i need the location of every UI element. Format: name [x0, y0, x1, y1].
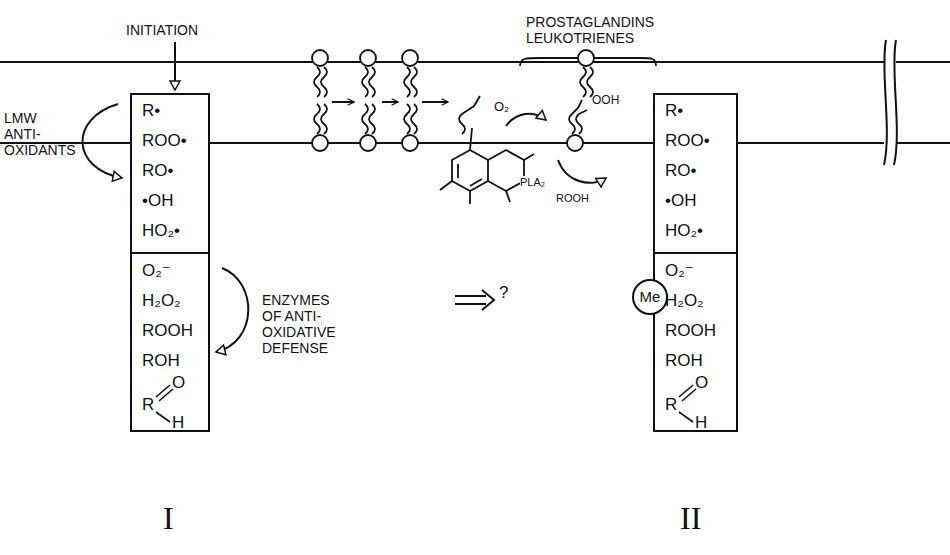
aldehyde-atom: O	[172, 373, 185, 393]
lipid-tail	[321, 67, 327, 97]
species-label: RO•	[142, 161, 173, 181]
lipid-tail	[587, 67, 593, 97]
lipid-head	[402, 135, 418, 151]
product-label: PROSTAGLANDINS LEUKOTRIENES	[526, 14, 654, 46]
species-label: •OH	[142, 191, 173, 211]
brace	[520, 50, 656, 66]
species-label: •OH	[665, 191, 696, 211]
hydroperoxide-label: OOH	[592, 94, 619, 108]
lipid-tail	[580, 67, 586, 97]
chromanol-ring	[440, 128, 534, 204]
metal-circle: Me	[632, 279, 668, 315]
species-label: R•	[142, 101, 160, 121]
species-box: R• ROO• RO• •OH HO₂• O₂⁻ H₂O₂ ROOH ROH ROH	[653, 93, 738, 432]
product-label: ROOH	[556, 192, 589, 205]
divider-line	[655, 252, 736, 254]
species-label: ROOH	[665, 321, 716, 341]
lipid	[578, 50, 594, 97]
double-arrow	[482, 290, 494, 310]
species-label: H₂O₂	[665, 291, 704, 311]
lipid-tail	[576, 110, 587, 134]
double-arrow	[455, 295, 486, 297]
process-label: INITIATION	[126, 22, 198, 38]
aldehyde-atom: R	[142, 395, 154, 415]
species-label: ROH	[665, 351, 703, 371]
lipid-tail	[314, 104, 320, 134]
species-label: O₂⁻	[142, 261, 171, 281]
lipid-head	[360, 50, 376, 66]
lateral-arrow	[422, 101, 448, 103]
enzyme-label: PLA₂	[520, 176, 545, 189]
aldehyde-atom: H	[172, 413, 184, 433]
lipid	[402, 104, 418, 151]
lipid-tail	[362, 104, 368, 134]
lipid	[402, 50, 418, 97]
lipid-tail	[314, 67, 320, 97]
aldehyde-atom: R	[665, 395, 677, 415]
species-label: ROO•	[665, 131, 710, 151]
species-label: ROOH	[142, 321, 193, 341]
lipid	[312, 104, 328, 151]
compartment-number: I	[163, 500, 174, 537]
membrane-line	[0, 61, 950, 63]
lipid-tail	[369, 104, 375, 134]
species-label: HO₂•	[665, 221, 703, 241]
lipid-tail	[459, 96, 480, 134]
lipid-head	[312, 50, 328, 66]
divider-line	[132, 252, 208, 254]
lipid-tail	[369, 67, 375, 97]
species-label: O₂⁻	[665, 261, 694, 281]
species-label: RO•	[665, 161, 696, 181]
aldehyde-atom: H	[695, 413, 707, 433]
lipid	[360, 50, 376, 97]
lateral-arrow	[332, 101, 354, 103]
question-mark: ?	[499, 283, 508, 303]
lipid-head	[360, 135, 376, 151]
bond	[679, 385, 696, 422]
initiation-arrow	[174, 42, 176, 90]
species-label: R•	[665, 101, 683, 121]
aldehyde-atom: O	[695, 373, 708, 393]
curved-arrow	[216, 268, 248, 352]
species-box: R• ROO• RO• •OH HO₂• O₂⁻ H₂O₂ ROOH ROH ROH	[130, 93, 210, 432]
lipid	[312, 50, 328, 97]
lipid-tail	[411, 104, 417, 134]
species-label: H₂O₂	[142, 291, 181, 311]
process-label: ENZYMES OF ANTI- OXIDATIVE DEFENSE	[262, 292, 346, 356]
species-label: ROH	[142, 351, 180, 371]
process-label: LMW ANTI- OXIDANTS	[4, 110, 76, 158]
species-label: HO₂•	[142, 221, 180, 241]
oxygen-label: O₂	[494, 100, 509, 115]
break-mark	[894, 40, 897, 165]
lipid-head	[402, 50, 418, 66]
lipid	[360, 104, 376, 151]
oxygen-arrow	[506, 114, 546, 126]
bond	[156, 385, 173, 422]
pla2-arrow	[558, 160, 606, 183]
lipid-tail	[411, 67, 417, 97]
lateral-arrow	[382, 101, 398, 103]
lipid-head	[567, 135, 583, 151]
lipid-tail	[404, 104, 410, 134]
curved-arrow	[82, 104, 122, 178]
species-label: ROO•	[142, 131, 187, 151]
lipid-head	[578, 50, 594, 66]
lipid-tail	[362, 67, 368, 97]
metal-label: Me	[640, 288, 661, 305]
lipid-tail	[404, 67, 410, 97]
break-mark	[884, 40, 887, 165]
compartment-number: II	[680, 500, 701, 537]
lipid-tail	[321, 104, 327, 134]
lipid-head	[312, 135, 328, 151]
double-arrow	[455, 303, 486, 305]
